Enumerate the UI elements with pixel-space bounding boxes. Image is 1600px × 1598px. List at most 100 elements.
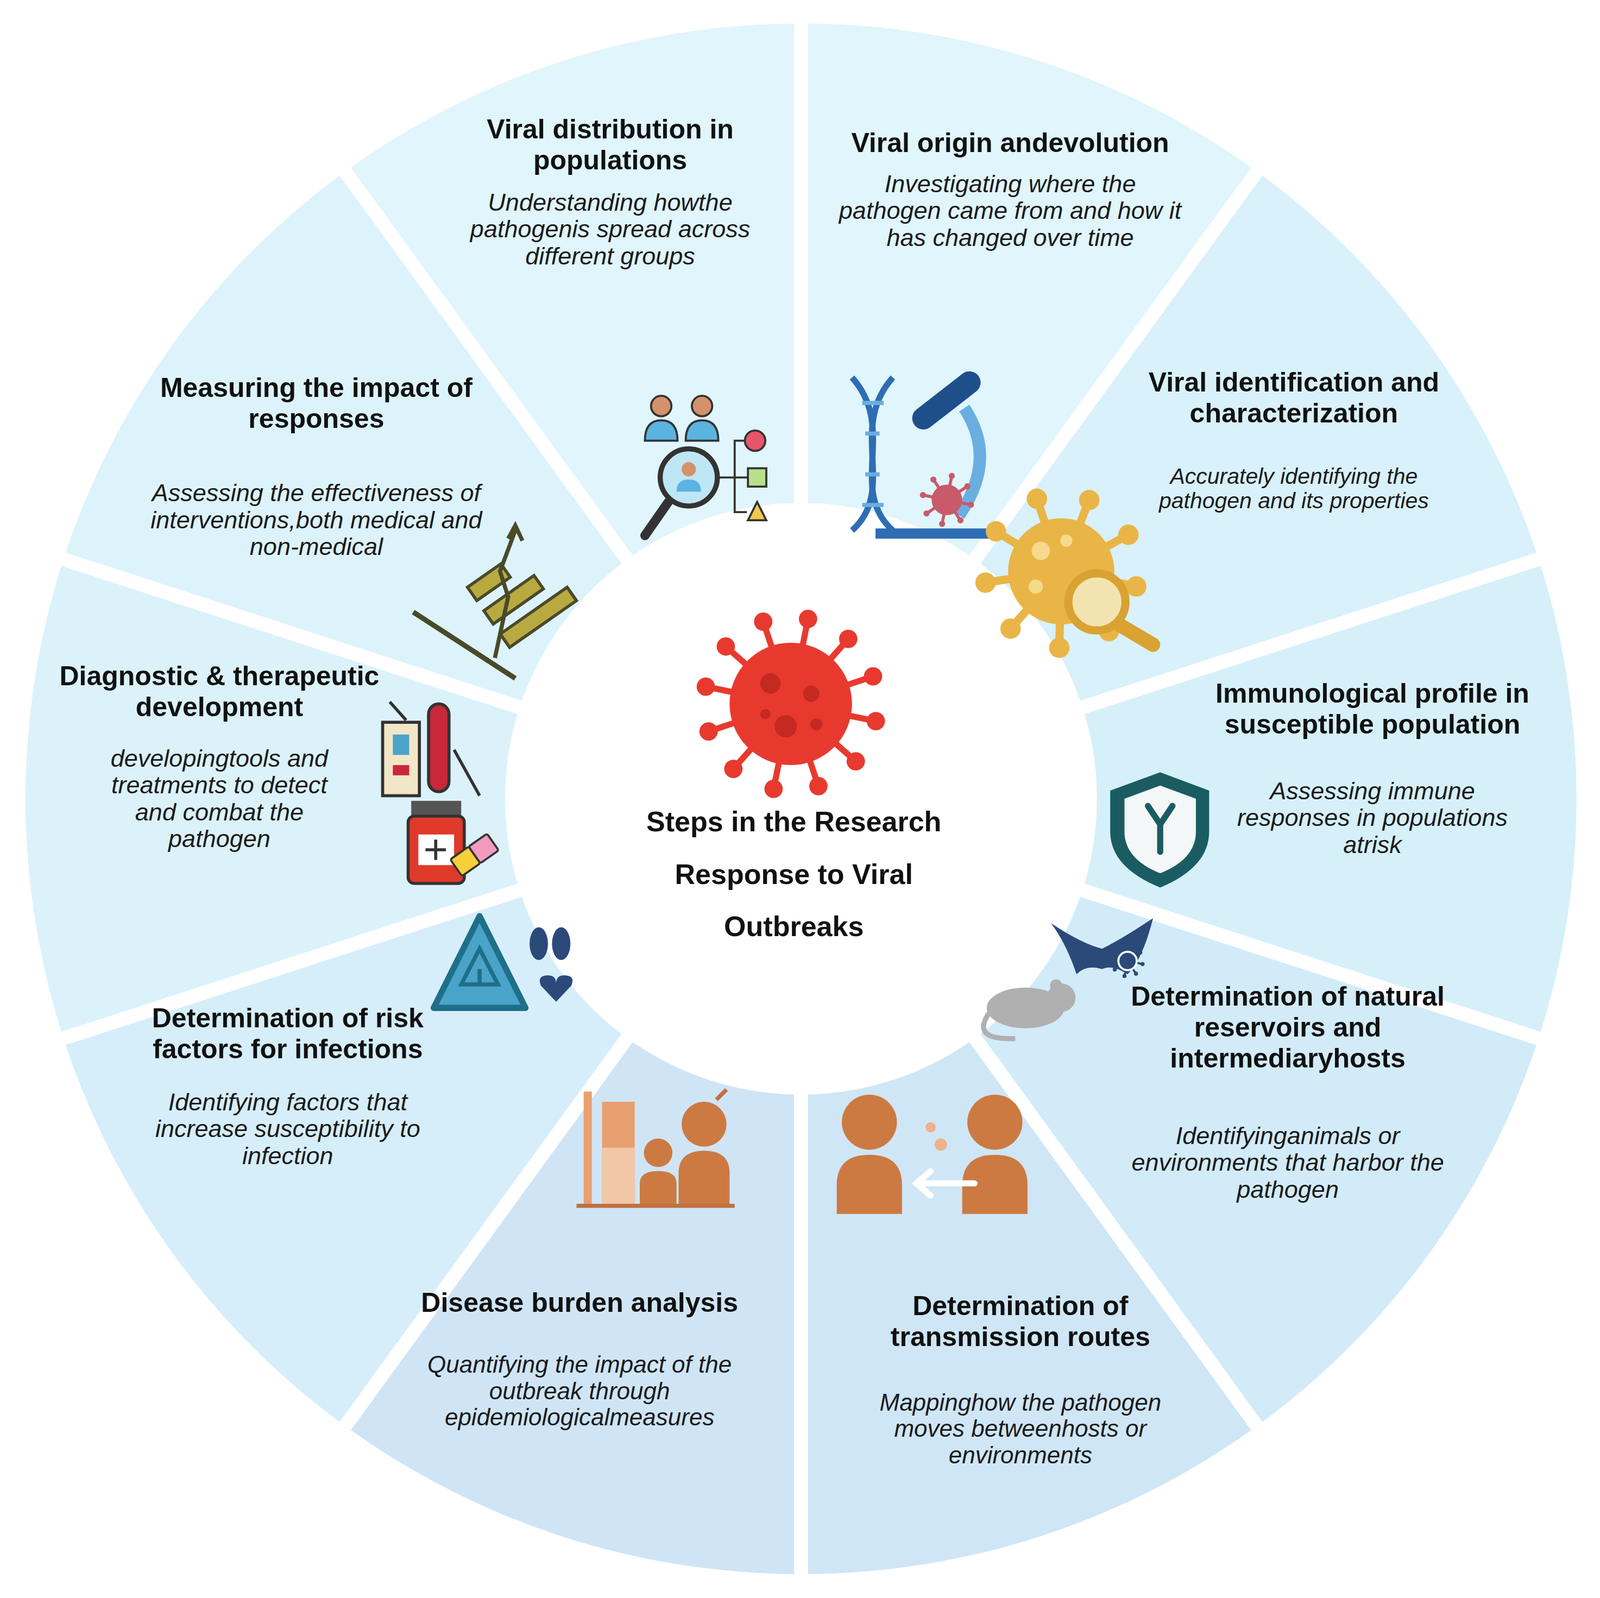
virus-magnifier-icon-part [1028, 579, 1043, 594]
wedge-fill [65, 175, 622, 702]
dna-microscope-icon-part [852, 377, 893, 531]
dna-microscope-icon-part-part [964, 483, 970, 490]
dna-microscope-icon-part [865, 431, 880, 437]
step-description: Accurately identifying the pathogen and … [1125, 464, 1463, 514]
virus-magnifier-icon-part-part [1049, 637, 1070, 659]
step-heading: Immunological profile in susceptible pop… [1193, 678, 1552, 741]
burden-icon-part [644, 1138, 673, 1168]
population-icon-part [745, 430, 766, 452]
risk-icon-part [551, 927, 571, 961]
diagnostic-icon-part [392, 765, 409, 776]
diagnostic-icon-part [450, 833, 499, 877]
diagnostic-icon-part-part [468, 833, 499, 864]
population-icon-part [685, 420, 719, 442]
virus-magnifier-icon-part-part [1118, 524, 1139, 546]
virus-icon [696, 609, 886, 799]
transmission-icon-part [934, 1138, 948, 1152]
step-description: Mappinghow the pathogen moves betweenhos… [841, 1389, 1200, 1469]
step-heading: Viral origin andevolution [813, 127, 1207, 159]
step-heading: Determination of risk factors for infect… [119, 1003, 457, 1066]
transmission-icon-part [836, 1155, 903, 1215]
virus-icon-part-part [723, 759, 743, 779]
step-heading: Determination of natural reservoirs and … [1124, 981, 1451, 1075]
step-heading: Measuring the impact of responses [147, 372, 485, 435]
risk-icon-part [529, 927, 548, 961]
bat-rat-icon [983, 918, 1154, 1039]
dna-microscope-icon-part [865, 472, 880, 477]
shield-icon-part [1148, 805, 1173, 853]
transmission-icon-part [925, 1122, 936, 1133]
bat-rat-icon-part [1049, 979, 1063, 993]
virus-magnifier-icon-part [1031, 542, 1050, 561]
population-icon-part [651, 395, 672, 417]
bat-rat-icon-part-part [1112, 967, 1118, 973]
step-heading: Viral distribution in populations [442, 114, 779, 176]
burden-icon-part [678, 1150, 730, 1205]
virus-icon-part [760, 673, 781, 695]
risk-icon-part [539, 975, 573, 1003]
diagnostic-icon-part [425, 839, 446, 861]
dna-microscope-icon-part-part [939, 520, 946, 527]
bat-rat-icon-part [1118, 952, 1137, 971]
diagnostic-icon-part [382, 722, 420, 796]
dna-microscope-icon-part [875, 528, 990, 539]
transmission-icon-part [841, 1094, 897, 1150]
diagnostic-icon-part [408, 816, 465, 884]
chart-icon [413, 525, 577, 679]
bat-rat-icon-part-part [1140, 962, 1145, 967]
population-icon-part [644, 420, 678, 442]
virus-icon-part-part [699, 722, 718, 741]
virus-icon-part-part [798, 609, 818, 629]
dna-microscope-icon-part-part [957, 517, 964, 524]
risk-icon [433, 916, 573, 1009]
icon-layer-part [382, 377, 1210, 1215]
burden-icon-part [576, 1204, 735, 1209]
dna-microscope-icon-part [862, 400, 884, 406]
virus-magnifier-icon-part-part [975, 572, 997, 594]
bat-rat-icon-part [1110, 943, 1145, 979]
step-description: Identifying factors that increase suscep… [129, 1088, 446, 1170]
dna-microscope-icon-part-part [967, 501, 974, 508]
virus-icon-part [696, 609, 886, 799]
population-icon-part [719, 441, 749, 513]
virus-icon-part [774, 715, 797, 738]
virus-icon-part-part [696, 677, 716, 697]
dna-microscope-icon-part [852, 377, 893, 531]
burden-icon-part [601, 1148, 635, 1205]
burden-icon [576, 1090, 735, 1207]
virus-magnifier-icon-part-part [1026, 488, 1048, 510]
burden-icon-part [583, 1091, 592, 1205]
risk-icon-part [433, 916, 526, 1009]
dna-microscope-icon [852, 377, 991, 539]
step-description: Understanding howthe pathogenis spread a… [431, 189, 790, 270]
transmission-icon-part [967, 1094, 1023, 1150]
burden-icon-part [639, 1171, 677, 1205]
virus-icon-part-part [846, 752, 866, 771]
population-icon-part [676, 479, 702, 493]
transmission-icon-part [916, 1171, 975, 1196]
diagnostic-icon-part [392, 734, 409, 756]
bat-rat-icon-part-part [1110, 955, 1116, 961]
diagnostic-icon-part [418, 834, 455, 866]
virus-icon-part [760, 709, 771, 720]
diagnostic-icon-part [389, 702, 407, 721]
virus-magnifier-icon-part-part [1125, 576, 1147, 597]
virus-icon-part-part [809, 777, 828, 796]
bat-rat-icon-part-part [1128, 943, 1133, 949]
virus-icon-part [729, 643, 852, 766]
step-heading: Determination of transmission routes [852, 1290, 1189, 1353]
step-description: Assessing the effectiveness of intervent… [147, 479, 485, 561]
step-description: developingtools and treatments to detect… [91, 745, 348, 853]
burden-icon-part [716, 1090, 727, 1101]
virus-magnifier-icon-part-part [1000, 618, 1022, 640]
virus-icon-part-part [716, 637, 735, 657]
dna-microscope-icon-part [862, 502, 884, 508]
risk-icon-part [461, 948, 499, 985]
virus-icon-part-part [864, 667, 883, 686]
bat-rat-icon-part-part [1122, 974, 1127, 979]
population-icon-part [660, 449, 718, 507]
dna-microscope-icon-part [931, 484, 962, 515]
virus-magnifier-icon [975, 488, 1154, 659]
